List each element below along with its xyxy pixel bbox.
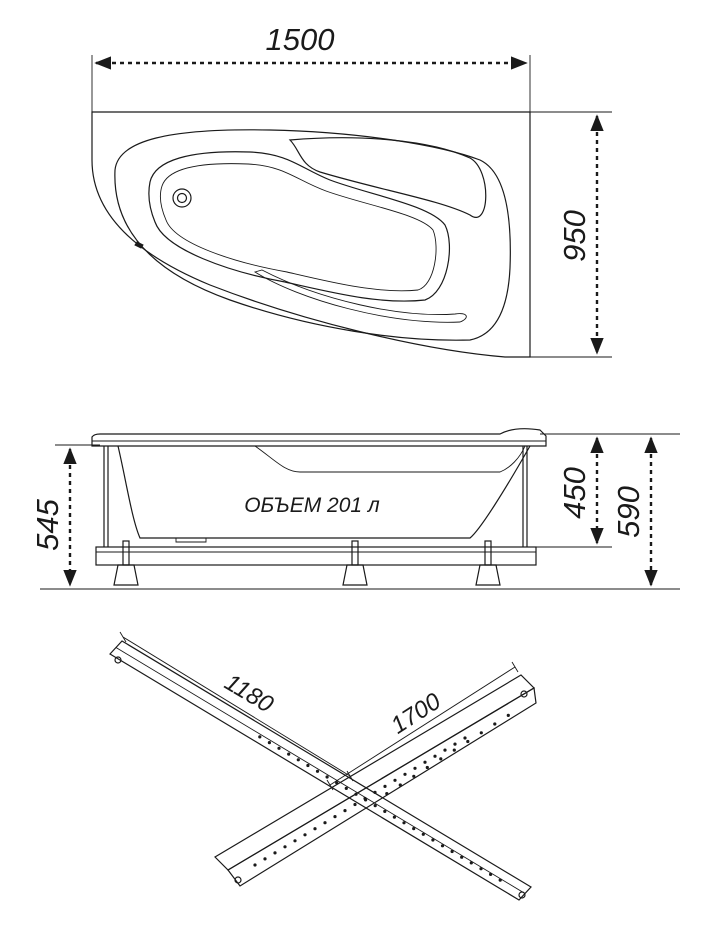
frame-hole-icon	[479, 867, 483, 871]
frame-hole-icon	[313, 827, 317, 831]
frame-hole-icon	[385, 792, 389, 796]
frame-bar-long	[214, 674, 537, 887]
frame-hole-icon	[344, 786, 348, 791]
frame-hole-icon	[463, 736, 467, 740]
long-bar-dimension-tick	[511, 661, 519, 673]
frame-hole-icon	[403, 772, 407, 776]
frame-hole-icon	[287, 752, 291, 756]
frame-hole-icon	[421, 832, 425, 836]
side-bowl-profile	[117, 445, 531, 539]
side-drain-detail	[175, 538, 207, 543]
frame-hole-icon	[479, 731, 483, 735]
frame-hole-icon	[413, 766, 417, 770]
frame-hole-icon	[303, 833, 307, 837]
bathtub-bowl	[148, 151, 451, 302]
foot-center	[342, 540, 368, 586]
frame-hole-icon	[392, 815, 396, 819]
bathtub-backrest	[288, 137, 487, 218]
bowl-height-dimension-label: 450	[557, 467, 592, 519]
frame-hole-icon	[383, 809, 387, 814]
frame-hole-icon	[489, 872, 493, 877]
frame-hole-icon	[393, 778, 397, 782]
frame-hole-icon	[293, 839, 297, 843]
frame-hole-icon	[267, 741, 271, 745]
frame-hole-icon	[466, 739, 470, 744]
frame-hole-icon	[373, 790, 377, 795]
frame-hole-icon	[450, 849, 454, 854]
short-bar-dimension-line	[122, 636, 351, 777]
frame-bar-long-end-hole-icon	[234, 876, 242, 884]
frame-hole-icon	[283, 845, 287, 849]
frame-hole-icon	[460, 855, 464, 859]
frame-hole-icon	[402, 821, 406, 825]
short-bar-dimension-label: 1180	[220, 669, 279, 719]
frame-hole-icon	[423, 760, 427, 764]
frame-bar-short-end-hole-icon	[114, 656, 122, 664]
side-view: ОБЪЕМ 201 л 545 450 590	[30, 428, 680, 590]
width-dimension-label: 1500	[266, 22, 335, 57]
frame-hole-icon	[383, 784, 387, 789]
frame-hole-icon	[363, 796, 367, 801]
frame-bar-short	[109, 640, 532, 901]
frame-hole-icon	[440, 844, 445, 848]
frame-hole-icon	[373, 804, 377, 808]
frame-hole-icon	[273, 851, 277, 855]
drain-inner-icon	[176, 192, 188, 204]
foot-right	[475, 540, 501, 586]
bathtub-inner-contour	[114, 129, 511, 341]
long-bar-dimension-tick	[326, 779, 334, 791]
frame-hole-icon	[343, 809, 347, 813]
frame-hole-icon	[452, 748, 456, 752]
frame-bar-long-end-hole-icon	[520, 690, 528, 698]
foot-left	[112, 540, 140, 590]
side-backrest-profile	[254, 445, 526, 473]
bathtub-outer-rim	[91, 111, 531, 358]
frame-hole-icon	[258, 735, 262, 739]
total-height-dimension-label: 590	[611, 486, 646, 538]
frame-hole-icon	[439, 757, 443, 761]
frame-hole-icon	[333, 815, 337, 819]
overflow-icon	[134, 241, 144, 249]
frame-hole-icon	[469, 861, 473, 865]
side-frame-base	[95, 546, 537, 566]
frame-hole-icon	[398, 783, 402, 787]
frame-hole-icon	[431, 838, 435, 842]
short-bar-dimension-tick	[346, 770, 354, 782]
frame-height-dimension-label: 545	[30, 498, 65, 550]
frame-hole-icon	[315, 769, 320, 773]
frame-hole-icon	[325, 775, 329, 779]
frame-hole-icon	[277, 746, 281, 750]
side-rim	[91, 428, 547, 447]
frame-hole-icon	[263, 857, 267, 861]
frame-hole-icon	[433, 754, 437, 758]
bathtub-bowl-inner	[159, 163, 437, 292]
frame-hole-icon	[498, 878, 502, 882]
bathtub-armrest	[253, 269, 467, 323]
short-bar-dimension-tick	[119, 631, 127, 643]
frame-hole-icon	[493, 722, 497, 726]
frame-hole-icon	[506, 713, 510, 718]
frame-hole-icon	[296, 758, 300, 762]
frame-hole-icon	[353, 802, 357, 807]
frame-hole-icon	[253, 863, 257, 867]
frame-bar-short-end-hole-icon	[518, 891, 526, 899]
frame-hole-icon	[306, 763, 310, 768]
frame-hole-icon	[425, 765, 429, 770]
long-bar-dimension-label: 1700	[386, 687, 446, 739]
frame-bar-short-centerline	[115, 647, 526, 894]
frame-hole-icon	[412, 774, 416, 778]
frame-hole-icon	[453, 742, 457, 746]
frame-hole-icon	[323, 821, 327, 825]
frame-view: 1180 1700	[109, 631, 537, 901]
long-bar-dimension-line	[329, 666, 516, 786]
frame-hole-icon	[412, 827, 416, 831]
frame-hole-icon	[443, 748, 447, 752]
volume-label: ОБЪЕМ 201 л	[244, 494, 380, 517]
top-view: 1500 950	[91, 22, 612, 358]
depth-dimension-label: 950	[557, 210, 592, 262]
drain-icon	[172, 188, 192, 208]
